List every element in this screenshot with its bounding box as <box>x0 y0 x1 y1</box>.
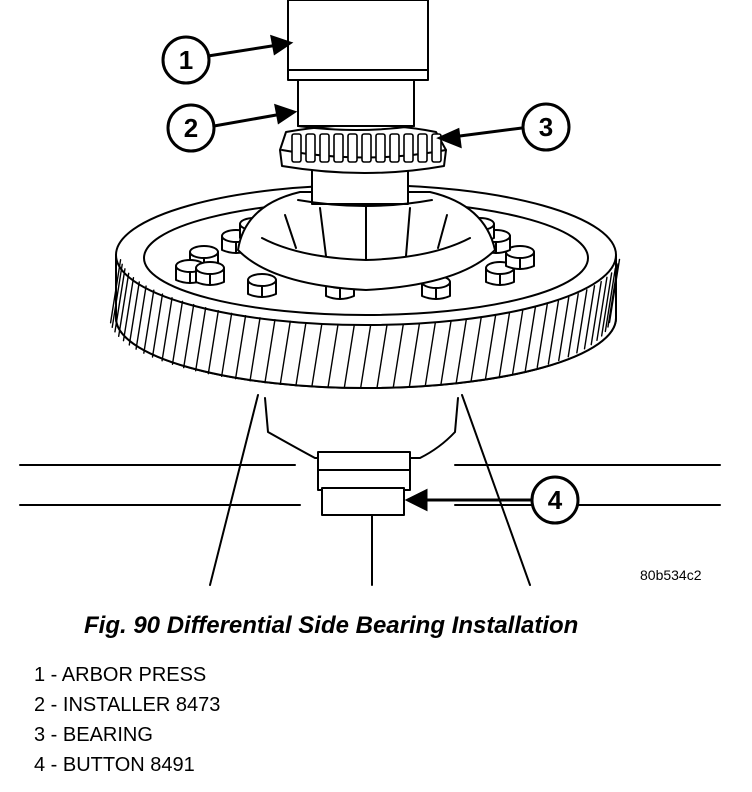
callout-4: 4 <box>530 475 580 525</box>
callout-2-label: 2 <box>184 113 198 143</box>
installer-8473 <box>297 79 415 131</box>
bearing <box>279 124 447 174</box>
arbor-press-ram <box>287 0 429 81</box>
bolt-head <box>247 273 277 298</box>
figure-code: 80b534c2 <box>640 567 702 583</box>
bearing-journal <box>297 167 433 207</box>
callout-2: 2 <box>166 103 216 153</box>
callout-leaders <box>207 34 532 512</box>
legend-item: 3 - BEARING <box>34 724 153 746</box>
differential-case <box>237 191 496 291</box>
callout-3: 3 <box>521 102 571 152</box>
press-base-lines <box>19 394 721 586</box>
legend: 1 - ARBOR PRESS 2 - INSTALLER 8473 3 - B… <box>34 660 220 780</box>
callout-4-label: 4 <box>548 485 563 515</box>
legend-item: 2 - INSTALLER 8473 <box>34 694 221 716</box>
callout-1: 1 <box>161 35 211 85</box>
callout-1-label: 1 <box>179 45 193 75</box>
differential-bearing-diagram: 1 2 3 4 80b534c2 <box>19 0 721 586</box>
bolt-head <box>505 245 535 270</box>
legend-item: 1 - ARBOR PRESS <box>34 664 207 686</box>
legend-item: 4 - BUTTON 8491 <box>34 754 195 776</box>
button-8491 <box>264 397 459 516</box>
figure-caption: Fig. 90 Differential Side Bearing Instal… <box>84 612 579 639</box>
callout-3-label: 3 <box>539 112 553 142</box>
bolt-head <box>195 261 225 286</box>
